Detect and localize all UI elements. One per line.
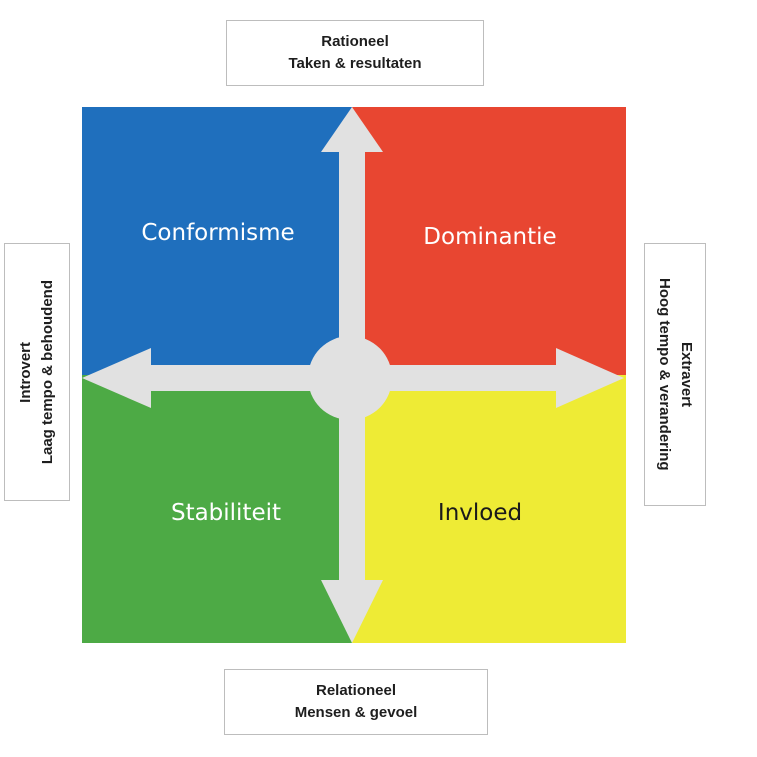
quadrant-label-dominantie: Dominantie <box>423 224 557 250</box>
axis-top-subtitle: Taken & resultaten <box>288 55 422 72</box>
arrow-head-right <box>556 348 624 408</box>
axis-right-title: Extravert <box>678 341 695 408</box>
quadrant-label-conformisme: Conformisme <box>141 220 295 246</box>
quadrant-bottom-left <box>82 375 354 643</box>
arrow-head-left <box>82 348 151 408</box>
axis-left-title: Introvert <box>17 341 34 403</box>
axis-label-bottom: Relationeel Mensen & gevoel <box>224 669 488 735</box>
axis-arrows <box>82 107 624 643</box>
axis-right-subtitle: Hoog tempo & verandering <box>656 278 673 471</box>
axis-label-left: Introvert Laag tempo & behoudend <box>4 243 70 501</box>
quadrant-label-invloed: Invloed <box>437 500 523 526</box>
axis-bottom-title: Relationeel <box>315 682 397 699</box>
quadrant-top-right <box>352 107 626 377</box>
axis-label-right: Extravert Hoog tempo & verandering <box>644 243 706 506</box>
arrow-head-up <box>321 107 383 152</box>
quadrant-bottom-right <box>352 375 626 643</box>
axis-label-top: Rationeel Taken & resultaten <box>226 20 484 86</box>
axis-left-subtitle: Laag tempo & behoudend <box>39 279 56 465</box>
quadrant-top-left <box>82 107 354 377</box>
center-circle <box>308 336 392 420</box>
axis-top-title: Rationeel <box>321 33 389 50</box>
axis-bottom-subtitle: Mensen & gevoel <box>294 704 418 721</box>
quadrant-label-stabiliteit: Stabiliteit <box>170 500 282 526</box>
arrow-head-down <box>321 580 383 643</box>
